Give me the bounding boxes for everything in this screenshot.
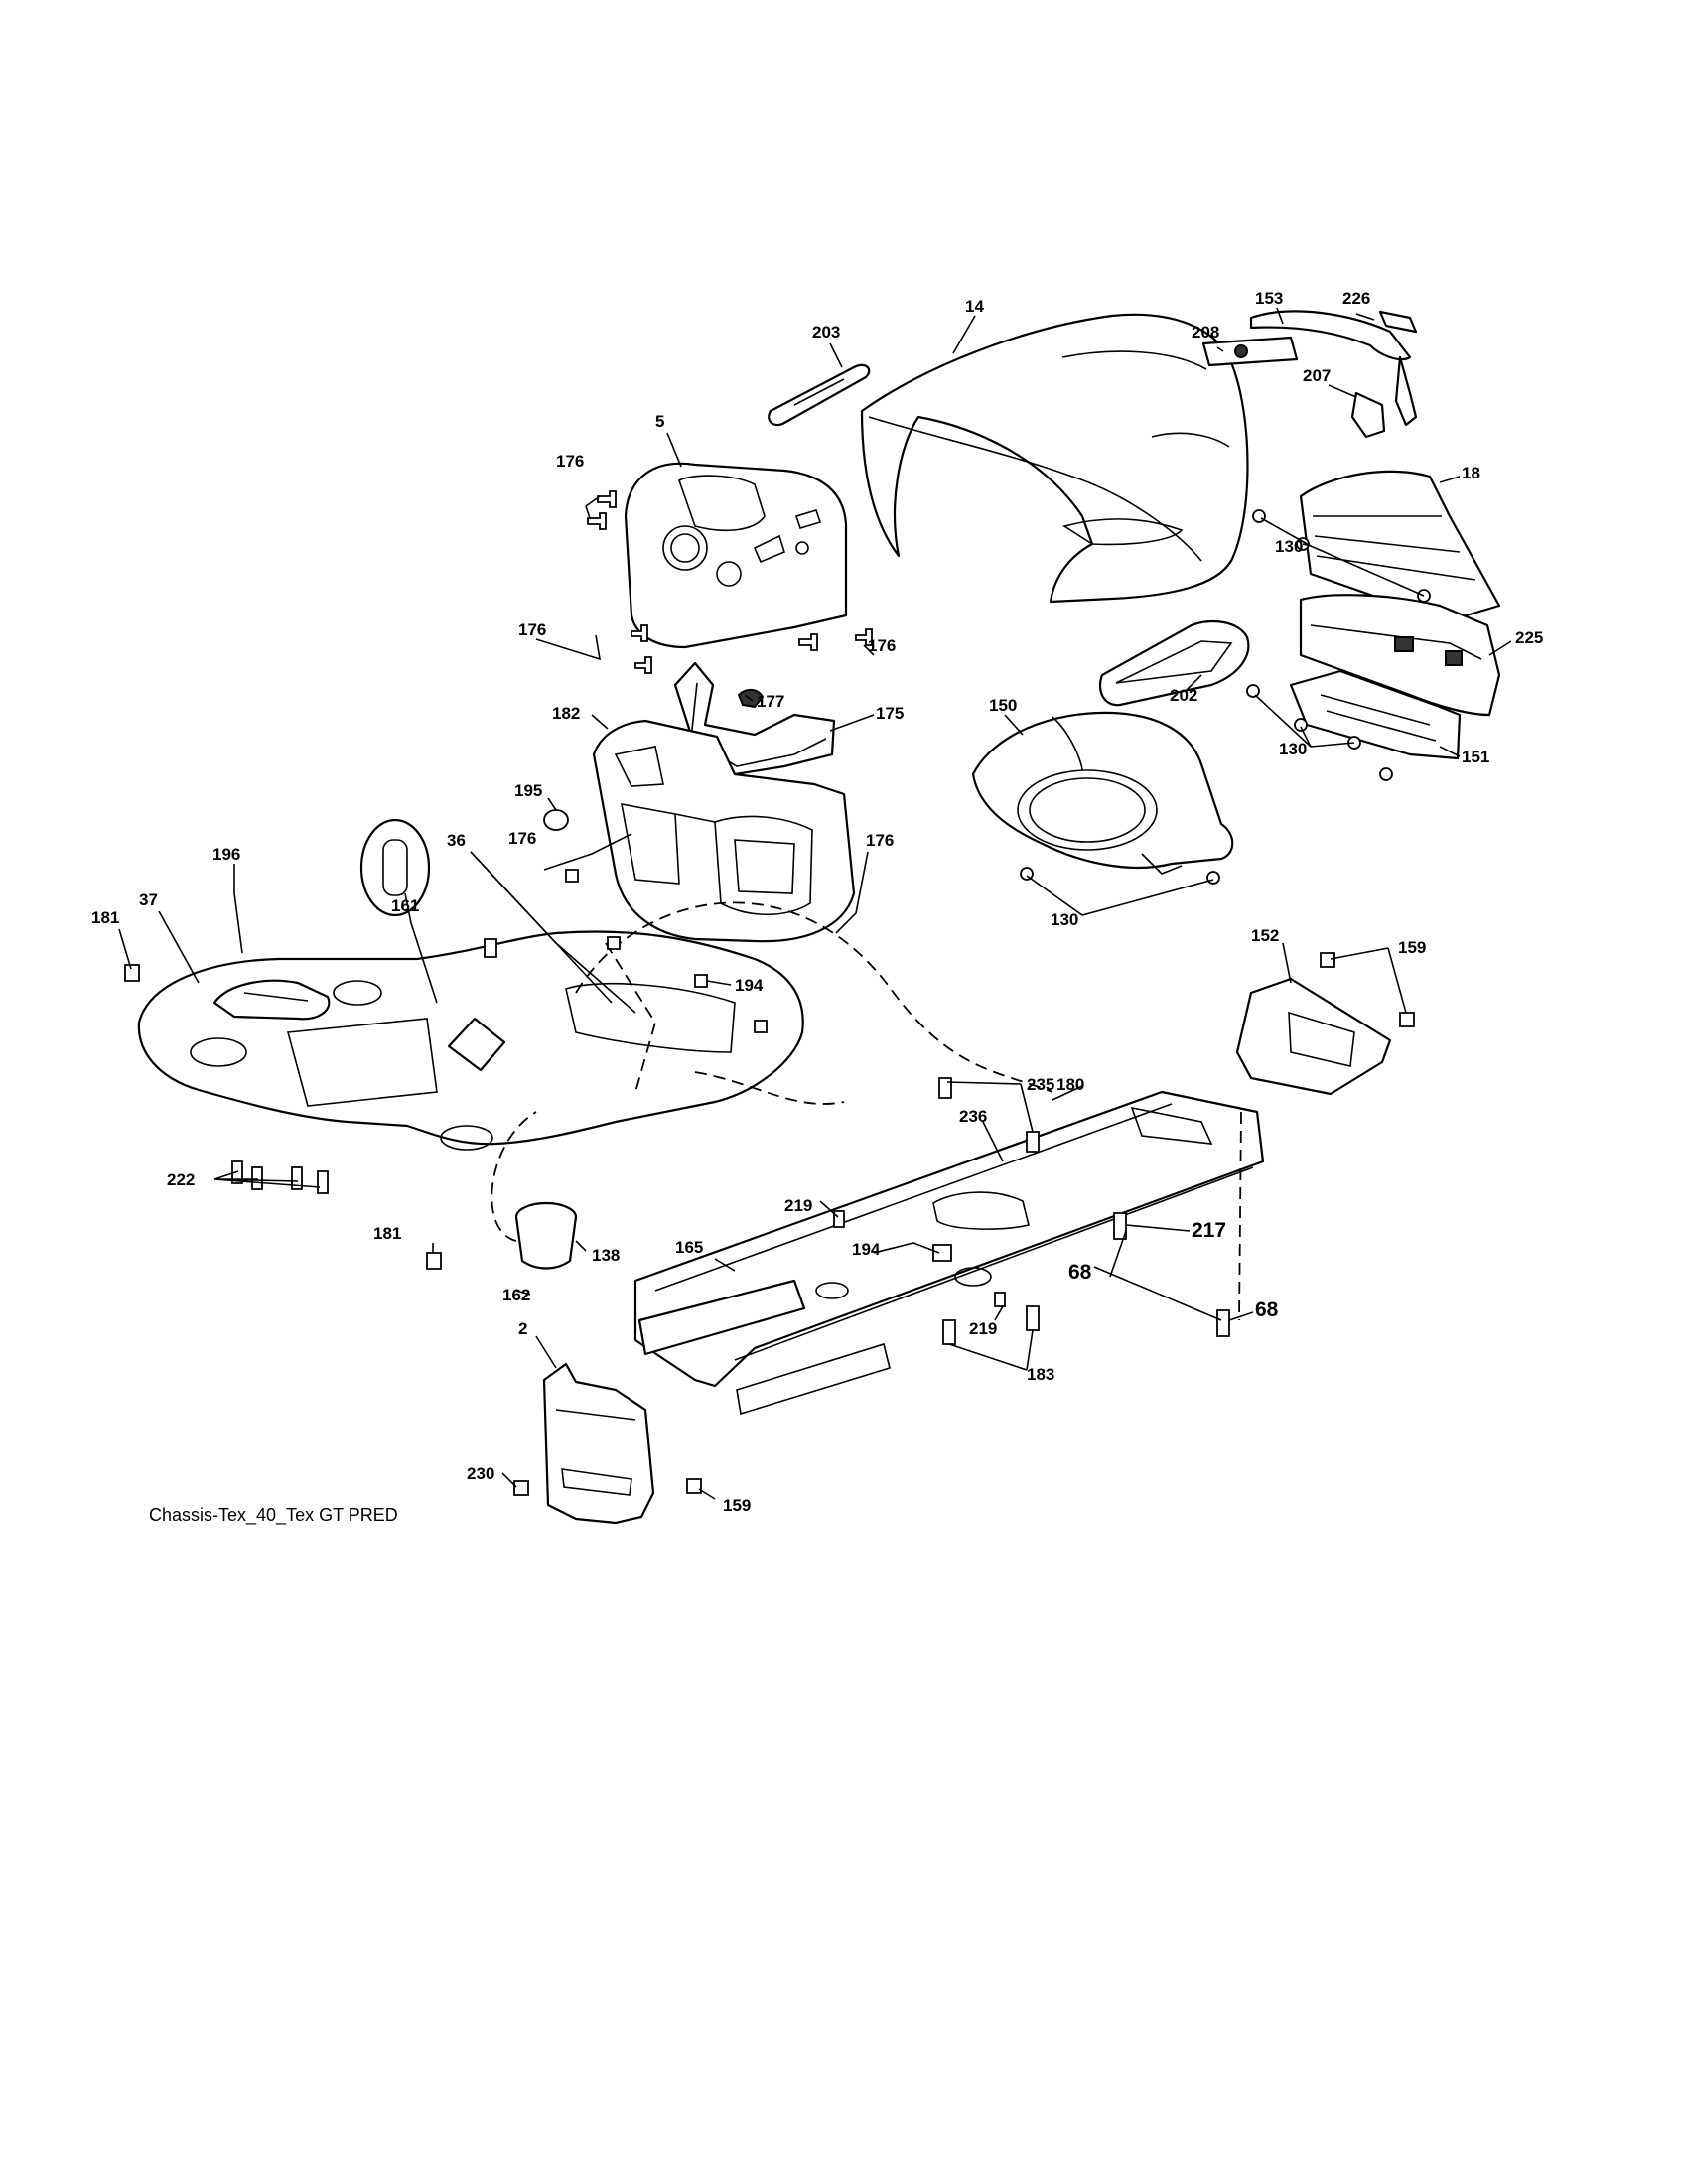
callout-68-right: 68: [1255, 1298, 1279, 1321]
callout-219-lower: 219: [969, 1319, 997, 1338]
callout-138: 138: [592, 1246, 620, 1265]
callout-18: 18: [1462, 464, 1480, 482]
dash-tower-part-5: [624, 462, 848, 649]
callout-176-left: 176: [518, 620, 546, 639]
callout-219-upper: 219: [784, 1196, 812, 1215]
bushing-part-138: [514, 1201, 578, 1270]
callout-225: 225: [1515, 628, 1543, 647]
callout-175: 175: [876, 704, 904, 723]
hood-part-14: [860, 313, 1249, 604]
trim-part-153: [1249, 310, 1418, 427]
callout-2: 2: [518, 1319, 527, 1338]
callout-176-dash: 176: [868, 636, 896, 655]
trim-part-203: [768, 363, 871, 427]
callout-14: 14: [965, 297, 984, 316]
callout-235: 235: [1027, 1075, 1054, 1094]
console-part-182: [592, 719, 856, 943]
grille-part-18: [1299, 470, 1501, 619]
callout-152: 152: [1251, 926, 1279, 945]
callout-159-upper: 159: [1398, 938, 1426, 957]
shroud-part-150: [971, 711, 1234, 875]
callout-36: 36: [447, 831, 466, 850]
callout-165: 165: [675, 1238, 703, 1257]
callout-194-lower: 194: [852, 1240, 881, 1259]
callout-226: 226: [1342, 289, 1370, 308]
callout-181-left: 181: [91, 908, 119, 927]
callout-207: 207: [1303, 366, 1331, 385]
callout-222: 222: [167, 1170, 195, 1189]
callout-161: 161: [391, 896, 419, 915]
light-part-207: [1350, 391, 1386, 439]
bumper-part-225: [1299, 594, 1501, 717]
plug-part-195: [543, 809, 569, 831]
callout-196: 196: [212, 845, 240, 864]
callout-150: 150: [989, 696, 1017, 715]
callout-182: 182: [552, 704, 580, 723]
panel-part-152: [1235, 977, 1392, 1096]
callout-183: 183: [1027, 1365, 1054, 1384]
support-part-2: [542, 1362, 655, 1525]
callout-151: 151: [1462, 748, 1489, 766]
callout-labels: 14 203 153 226 208 207 5 176 176 176 176…: [91, 289, 1543, 1515]
diagram-caption: Chassis-Tex_40_Tex GT PRED: [149, 1505, 398, 1526]
callout-162: 162: [502, 1286, 530, 1304]
fastener-group-176-upper: [587, 490, 873, 674]
plate-part-161: [359, 818, 431, 917]
callout-176-lower: 176: [508, 829, 536, 848]
callout-202: 202: [1170, 686, 1197, 705]
callout-68-left: 68: [1068, 1261, 1092, 1284]
light-part-208: [1201, 336, 1299, 367]
callout-177: 177: [757, 692, 784, 711]
callout-203: 203: [812, 323, 840, 341]
callout-37: 37: [139, 890, 158, 909]
bracket-part-151: [1289, 669, 1462, 760]
callout-208: 208: [1192, 323, 1219, 341]
callout-176-top: 176: [556, 452, 584, 471]
callout-130-middle: 130: [1279, 740, 1307, 758]
callout-153: 153: [1255, 289, 1283, 308]
leader-lines: [118, 307, 1512, 1500]
callout-180: 180: [1056, 1075, 1084, 1094]
callout-130-lower: 130: [1051, 910, 1078, 929]
callout-181-lower: 181: [373, 1224, 401, 1243]
callout-236: 236: [959, 1107, 987, 1126]
rail-part-165: [637, 1279, 891, 1416]
lever-guide-part-161: [447, 1017, 506, 1072]
callout-230: 230: [467, 1464, 494, 1483]
fastener-group-lower: [124, 869, 1415, 1496]
callout-194-upper: 194: [735, 976, 764, 995]
pad-part-196: [212, 979, 331, 1021]
callout-159-lower: 159: [723, 1496, 751, 1515]
callout-176-right: 176: [866, 831, 894, 850]
callout-5: 5: [655, 412, 664, 431]
callout-195: 195: [514, 781, 542, 800]
lens-part-202: [1098, 619, 1250, 707]
callout-217: 217: [1192, 1219, 1226, 1242]
callout-130-upper: 130: [1275, 537, 1303, 556]
trim-part-226: [1378, 310, 1418, 334]
routing-lines: [491, 901, 1242, 1321]
